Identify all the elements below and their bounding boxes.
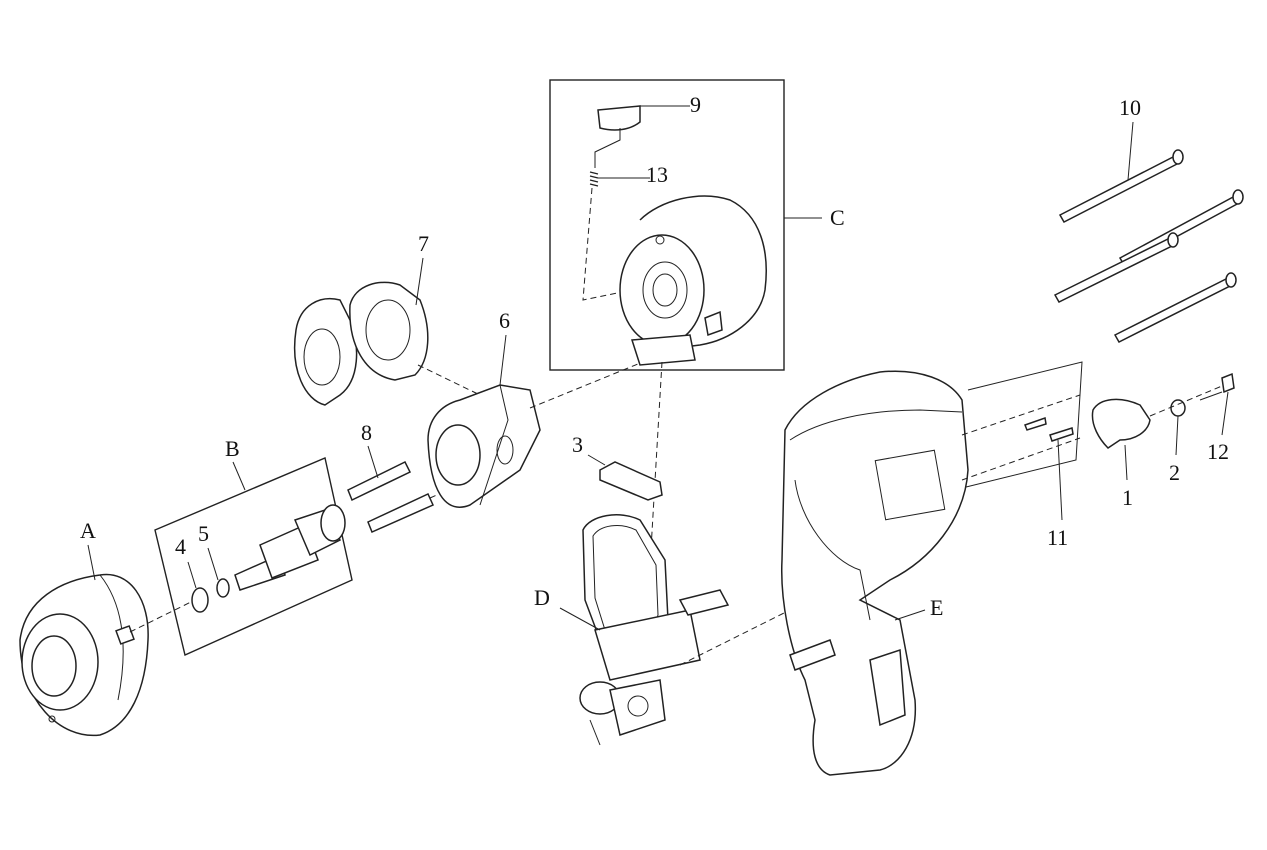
spring-part-13 bbox=[589, 171, 599, 187]
group-c-box bbox=[549, 79, 785, 371]
label-12: 12 bbox=[1207, 439, 1229, 464]
hammers-part-7 bbox=[294, 281, 429, 406]
label-4: 4 bbox=[175, 534, 186, 559]
label-2: 2 bbox=[1169, 460, 1180, 485]
pin-part-12 bbox=[1221, 372, 1235, 394]
label-7: 7 bbox=[418, 231, 429, 256]
label-3: 3 bbox=[572, 432, 583, 457]
screws-part-11 bbox=[1024, 416, 1074, 442]
pins-part-8 bbox=[347, 460, 434, 534]
label-8: 8 bbox=[361, 420, 372, 445]
label-9: 9 bbox=[690, 92, 701, 117]
label-c: C bbox=[830, 205, 845, 230]
front-cover-part-a bbox=[19, 573, 149, 737]
group-1-2-box bbox=[961, 361, 1083, 489]
o-ring-part-5 bbox=[216, 578, 230, 598]
label-e: E bbox=[930, 595, 944, 620]
retaining-ring-part-4 bbox=[191, 587, 209, 613]
anvil bbox=[234, 504, 346, 591]
bolts-part-10 bbox=[1053, 149, 1244, 343]
vane-part-9 bbox=[597, 105, 641, 131]
label-d: D bbox=[534, 585, 550, 610]
trigger-part-1 bbox=[1091, 398, 1151, 449]
label-10: 10 bbox=[1119, 95, 1141, 120]
gasket-part-3 bbox=[599, 461, 663, 501]
group-b-box bbox=[154, 457, 353, 656]
motor-cylinder bbox=[619, 195, 767, 366]
end-plate-assembly-part-d bbox=[579, 514, 730, 746]
label-1: 1 bbox=[1122, 485, 1133, 510]
label-5: 5 bbox=[198, 521, 209, 546]
housing-part-e bbox=[780, 370, 969, 776]
label-13: 13 bbox=[646, 162, 668, 187]
label-6: 6 bbox=[499, 308, 510, 333]
hammer-cage-part-6 bbox=[427, 384, 541, 508]
label-b: B bbox=[225, 436, 240, 461]
label-11: 11 bbox=[1047, 525, 1069, 550]
label-a: A bbox=[80, 518, 96, 543]
